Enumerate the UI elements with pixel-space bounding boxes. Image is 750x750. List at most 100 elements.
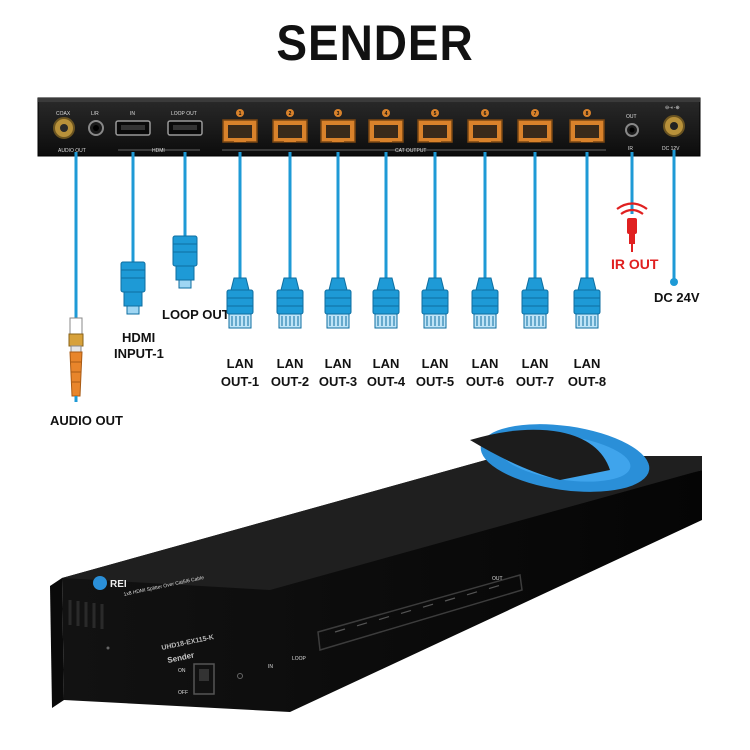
power-led xyxy=(237,673,243,679)
dc-power-port xyxy=(663,115,685,137)
lan-plug-6 xyxy=(471,277,499,329)
rj45-port-number: 2 xyxy=(289,111,292,117)
switch-on-label: ON xyxy=(178,668,186,674)
rj45-port-number-badge xyxy=(236,109,244,117)
rj45-port-3 xyxy=(320,119,356,143)
brand-swoosh xyxy=(470,429,610,480)
rj45-port-number-badge xyxy=(531,109,539,117)
lan-label-3-line1: LAN xyxy=(325,356,352,371)
lan-label-8-line1: LAN xyxy=(574,356,601,371)
ir-out-callout: IR OUT xyxy=(611,256,659,272)
rear-panel-edge xyxy=(38,98,700,102)
lan-label-7-line2: OUT-7 xyxy=(516,374,554,389)
sender-device-photo: REI 1x8 HDMI Splitter Over Cat5/6 Cable … xyxy=(50,424,702,712)
front-out-label: OUT xyxy=(492,576,503,582)
front-loop-label: LOOP xyxy=(292,656,307,662)
ir-emitter-icon xyxy=(616,202,648,252)
rj45-port-number: 4 xyxy=(385,111,388,117)
ir-out-port xyxy=(625,123,639,137)
rj45-port-number: 3 xyxy=(337,111,340,117)
hdmi-loop-port xyxy=(167,120,203,136)
coax-label: COAX xyxy=(56,111,71,117)
ir-out-port-label: OUT xyxy=(626,114,637,120)
ir-label: IR xyxy=(628,146,633,152)
switch-off-label: OFF xyxy=(178,690,188,696)
rj45-port-4 xyxy=(368,119,404,143)
lan-output-group: LAN OUT-1 LAN OUT-2 LAN OUT-3 LAN OUT-4 LAN OUT-5… xyxy=(221,152,606,389)
output-led-3 xyxy=(378,616,390,621)
dc-polarity-label: ⊖-◐-⊕ xyxy=(665,105,680,111)
rj45-port-number: 6 xyxy=(484,111,487,117)
device-top-plate xyxy=(62,456,702,590)
lan-label-6-line2: OUT-6 xyxy=(466,374,504,389)
output-led-1 xyxy=(334,628,346,633)
hdmi-input-callout-line2: INPUT-1 xyxy=(114,346,164,361)
cable-group xyxy=(74,150,678,322)
power-switch[interactable] xyxy=(193,663,215,695)
lan-label-4-line1: LAN xyxy=(373,356,400,371)
output-led-2 xyxy=(356,622,368,627)
rj45-port-1 xyxy=(222,119,258,143)
rj45-port-number: 7 xyxy=(534,111,537,117)
lan-label-2-line1: LAN xyxy=(277,356,304,371)
rj45-port-number-badge xyxy=(286,109,294,117)
lan-label-4-line2: OUT-4 xyxy=(367,374,406,389)
lan-label-3-line2: OUT-3 xyxy=(319,374,357,389)
device-vents xyxy=(68,600,104,629)
rj45-port-number-badge xyxy=(382,109,390,117)
rca-audio-plug xyxy=(68,317,84,402)
device-left-end xyxy=(50,578,64,708)
lan-label-5-line2: OUT-5 xyxy=(416,374,454,389)
rj45-port-number-badge xyxy=(431,109,439,117)
rj45-port-number: 5 xyxy=(434,111,437,117)
audio-out-label: AUDIO OUT xyxy=(58,148,86,154)
device-front-face xyxy=(62,470,702,712)
lan-label-1-line2: OUT-1 xyxy=(221,374,259,389)
rj45-port-number-badge xyxy=(583,109,591,117)
rj45-port-number: 8 xyxy=(586,111,589,117)
ir-sensor-dot xyxy=(106,646,110,650)
audio-out-callout: AUDIO OUT xyxy=(50,413,123,428)
rj45-port-8 xyxy=(569,119,605,143)
loop-out-label: LOOP OUT xyxy=(171,111,197,117)
lr-label: L/R xyxy=(91,111,99,117)
dc-callout: DC 24V xyxy=(654,290,700,305)
led-panel xyxy=(317,574,523,651)
lr-audio-port xyxy=(88,120,104,136)
lan-plug-7 xyxy=(521,277,549,329)
output-led-7 xyxy=(466,591,478,596)
rj45-port-number-badge xyxy=(481,109,489,117)
rj45-port-2 xyxy=(272,119,308,143)
cat-output-label: CAT OUTPUT xyxy=(395,148,426,154)
rear-panel: COAX L/R AUDIO OUT IN LOOP OUT HDMI xyxy=(37,97,701,157)
lan-plug-5 xyxy=(421,277,449,329)
hdmi-in-port xyxy=(115,120,151,136)
lan-label-2-line2: OUT-2 xyxy=(271,374,309,389)
lan-plug-3 xyxy=(324,277,352,329)
hdmi-input-plug xyxy=(120,261,146,315)
dc-label: DC 12V xyxy=(662,146,680,152)
output-led-6 xyxy=(444,597,456,602)
output-led-5 xyxy=(422,603,434,608)
hdmi-in-label: IN xyxy=(130,111,135,117)
hdmi-loop-plug xyxy=(172,235,198,289)
rj45-port-row: 1 2 3 4 5 6 7 8 xyxy=(222,109,605,143)
hdmi-input-callout-line1: HDMI xyxy=(122,330,155,345)
lan-plug-1 xyxy=(226,277,254,329)
rj45-port-7 xyxy=(517,119,553,143)
svg-text:REI: REI xyxy=(110,579,127,590)
rj45-port-number: 1 xyxy=(239,111,242,117)
lan-label-1-line1: LAN xyxy=(227,356,254,371)
front-in-label: IN xyxy=(268,664,273,670)
coax-port xyxy=(53,117,75,139)
lan-plug-2 xyxy=(276,277,304,329)
lan-label-7-line1: LAN xyxy=(522,356,549,371)
dc-cable-end xyxy=(670,278,678,286)
output-led-4 xyxy=(400,609,412,614)
page-title: SENDER xyxy=(276,15,474,71)
brand-logo: REI xyxy=(93,576,127,590)
rj45-port-5 xyxy=(417,119,453,143)
lan-label-8-line2: OUT-8 xyxy=(568,374,606,389)
rj45-port-6 xyxy=(467,119,503,143)
